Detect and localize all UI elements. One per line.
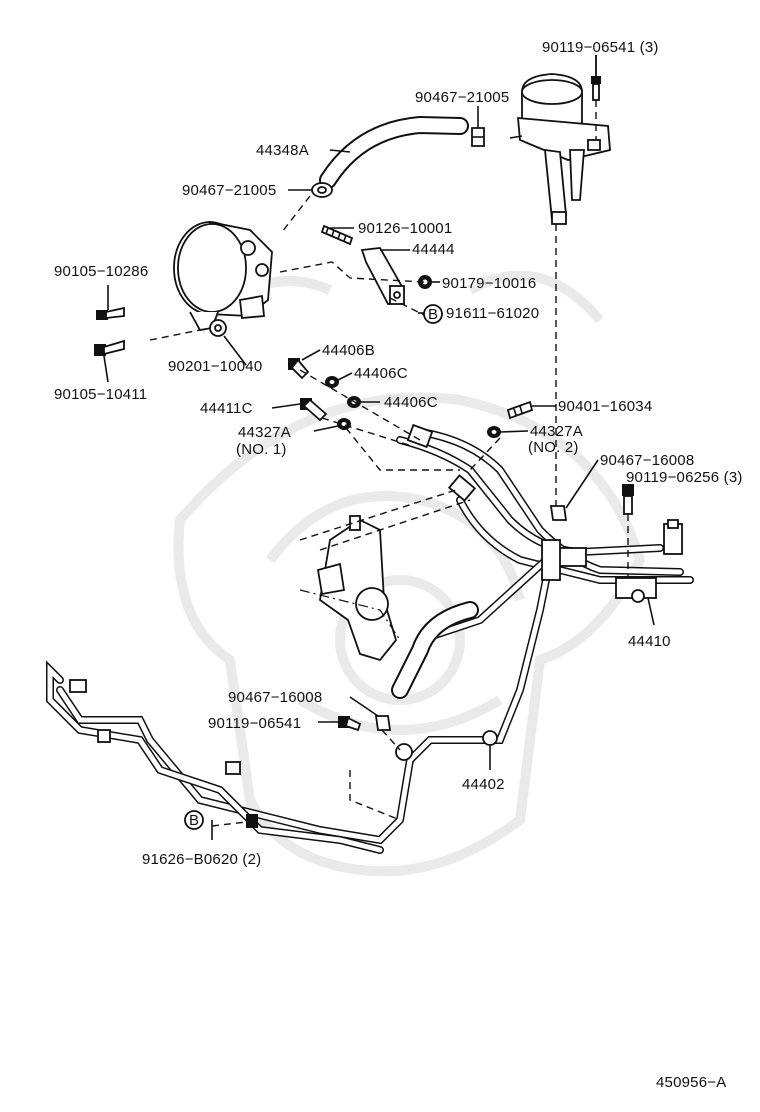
label-90119-06541-lower: 90119−06541 <box>208 715 301 732</box>
label-44348A: 44348A <box>256 142 309 159</box>
gasket-44327A-no2 <box>487 426 501 438</box>
label-44327A-no2-note: (NO. 2) <box>528 439 579 456</box>
label-90401-16034: 90401−16034 <box>558 398 652 415</box>
clip-90467-21005-upper <box>471 127 485 147</box>
return-hose-section <box>391 601 479 699</box>
ref-mark-b-lower-text: B <box>189 812 199 829</box>
label-91626-B0620-2: 91626−B0620 (2) <box>142 851 261 868</box>
label-44411C: 44411C <box>200 400 253 417</box>
bolt-90105-10286 <box>96 306 125 320</box>
clip-90467-16008-upper <box>549 505 568 521</box>
label-90467-21005-upper: 90467−21005 <box>415 89 509 106</box>
steering-gear-housing <box>316 515 397 662</box>
label-90467-21005-lower: 90467−21005 <box>182 182 276 199</box>
bolt-90105-10411 <box>94 339 125 356</box>
union-bolt-44406B <box>288 358 310 380</box>
union-bolt-44411C <box>300 398 328 422</box>
leader-lines <box>103 55 655 840</box>
label-44327A-no1-note: (NO. 1) <box>236 441 287 458</box>
label-90467-16008-upper: 90467−16008 <box>600 452 694 469</box>
label-44327A-no2: 44327A <box>530 423 583 440</box>
return-tube-44402 <box>46 539 561 854</box>
nut-90179-10016 <box>418 275 432 289</box>
bracket-44444 <box>360 247 405 305</box>
label-90105-10286: 90105−10286 <box>54 263 148 280</box>
label-90105-10411: 90105−10411 <box>54 386 147 403</box>
label-90201-10040: 90201−10040 <box>168 358 262 375</box>
label-44406C-b: 44406C <box>384 394 438 411</box>
reservoir-tank <box>509 73 611 225</box>
clamp-90467-21005-lower <box>311 182 333 198</box>
label-44327A-no1: 44327A <box>238 424 291 441</box>
stud-90126-10001 <box>320 224 354 246</box>
bolt-90401-16034 <box>506 400 534 420</box>
ref-mark-b-upper: B <box>423 304 443 324</box>
label-44410: 44410 <box>628 633 671 650</box>
ref-mark-b-upper-text: B <box>428 306 438 323</box>
label-90119-06256-3: 90119−06256 (3) <box>626 469 743 486</box>
label-91611-61020: 91611−61020 <box>446 305 539 322</box>
drawing-number: 450956−A <box>656 1074 726 1091</box>
label-44402: 44402 <box>462 776 505 793</box>
vane-pump-assembly <box>173 220 273 337</box>
ref-mark-b-lower: B <box>184 810 204 830</box>
label-44406B: 44406B <box>322 342 375 359</box>
bolt-90119-06256 <box>622 484 634 515</box>
clip-90467-16008-lower <box>374 715 392 731</box>
hose-44348A <box>319 115 469 189</box>
label-44406C-a: 44406C <box>354 365 408 382</box>
label-44444: 44444 <box>412 241 455 258</box>
bolt-91626-B0620 <box>246 814 258 828</box>
label-90179-10016: 90179−10016 <box>442 275 536 292</box>
label-90119-06541-3: 90119−06541 (3) <box>542 39 659 56</box>
hose-connectors <box>406 423 587 567</box>
label-90467-16008-lower: 90467−16008 <box>228 689 322 706</box>
label-90126-10001: 90126−10001 <box>358 220 452 237</box>
bolt-90119-06541-lower <box>338 716 362 732</box>
gasket-44406C-a <box>325 376 339 388</box>
